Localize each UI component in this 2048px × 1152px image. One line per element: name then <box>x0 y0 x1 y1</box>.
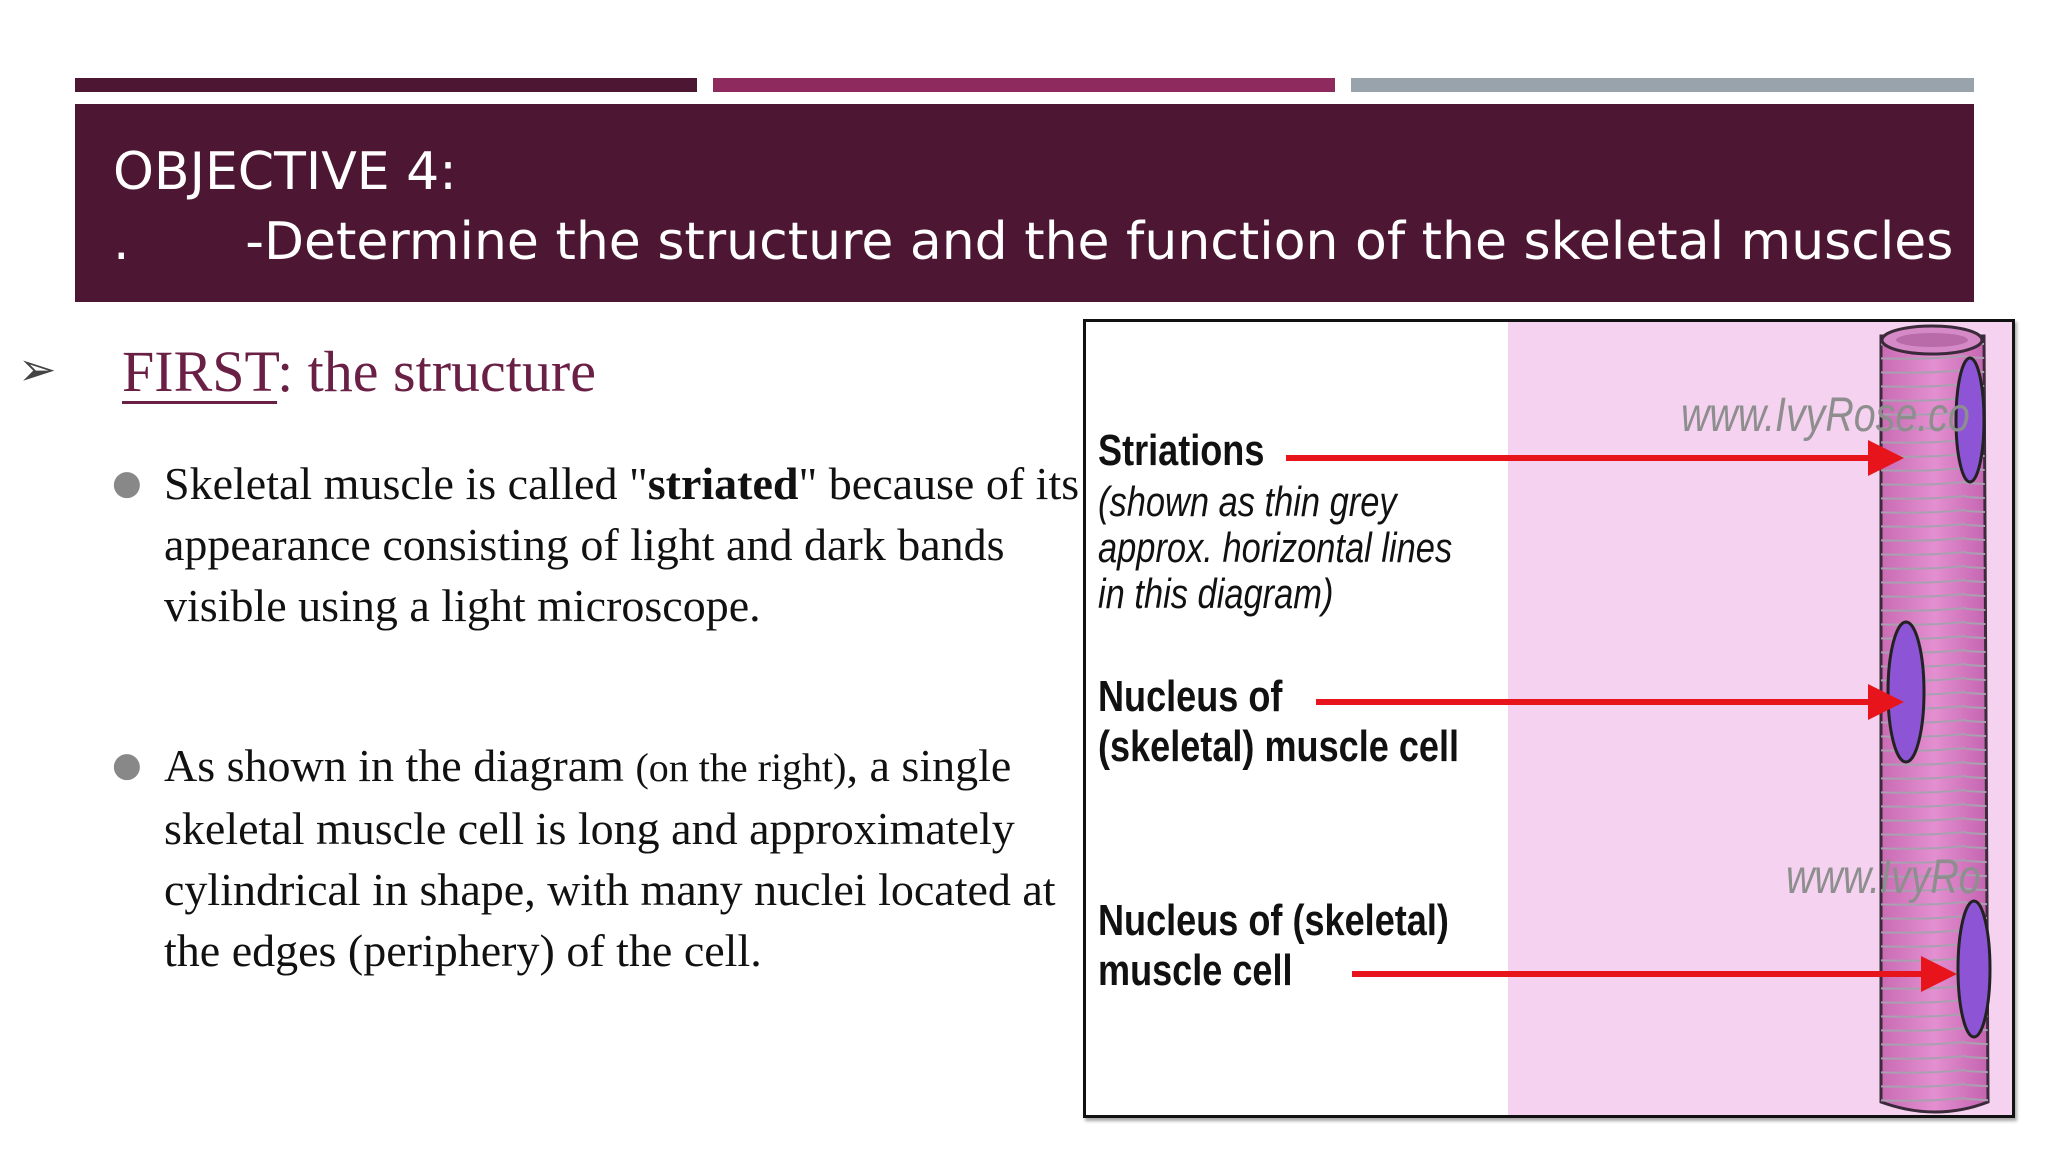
bullet-2-small: (on the right) <box>635 745 847 790</box>
bullet-1-bold: striated <box>647 458 799 509</box>
muscle-cylinder <box>1879 324 1990 1114</box>
bullet-dot-icon: ● <box>112 745 142 785</box>
bullet-dot-icon: ● <box>112 463 142 503</box>
top-bar-1 <box>75 78 697 92</box>
section-heading: ➢ FIRST: the structure <box>18 338 596 405</box>
label-striations-note-2: approx. horizontal lines <box>1098 524 1453 571</box>
label-striations: Striations <box>1098 426 1265 475</box>
nucleus-shape-bottom <box>1956 899 1992 1039</box>
bullet-1-post: " because of its appearance consisting o… <box>164 458 1080 631</box>
label-striations-note-1: (shown as thin grey <box>1098 478 1397 525</box>
objective-subtitle: . -Determine the structure and the funct… <box>113 212 1954 272</box>
label-nucleus-2-line-2: muscle cell <box>1098 946 1293 995</box>
bullet-1-pre: Skeletal muscle is called " <box>164 458 648 509</box>
title-banner: OBJECTIVE 4: . -Determine the structure … <box>75 104 1974 302</box>
arrow-bullet-icon: ➢ <box>18 342 57 396</box>
label-striations-note-3: in this diagram) <box>1098 570 1334 617</box>
nucleus-shape-top <box>1954 356 1986 484</box>
bullet-2-post: , a single skeletal muscle cell is long … <box>164 740 1056 976</box>
label-nucleus-1-line-2: (skeletal) muscle cell <box>1098 722 1460 771</box>
top-bar-3 <box>1351 78 1974 92</box>
heading-rest: : the structure <box>277 339 596 404</box>
bullet-text-2: As shown in the diagram (on the right), … <box>164 735 1084 981</box>
label-nucleus-1-line-1: Nucleus of <box>1098 672 1283 721</box>
heading-first: FIRST <box>122 339 278 404</box>
objective-title: OBJECTIVE 4: <box>113 142 457 202</box>
bullet-text-1: Skeletal muscle is called "striated" bec… <box>164 453 1084 636</box>
top-bar-2 <box>713 78 1335 92</box>
nucleus-shape-middle <box>1886 620 1926 764</box>
label-nucleus-2-line-1: Nucleus of (skeletal) <box>1098 896 1449 945</box>
watermark-top: www.IvyRose.co <box>1681 389 1970 442</box>
watermark-bottom: www.IvyRo <box>1786 851 1981 904</box>
bullet-2-pre: As shown in the diagram <box>164 740 636 791</box>
muscle-cell-diagram: www.IvyRose.co www.IvyRo Striations (sho… <box>1083 319 2015 1118</box>
muscle-cell-illustration <box>1286 322 2012 1115</box>
